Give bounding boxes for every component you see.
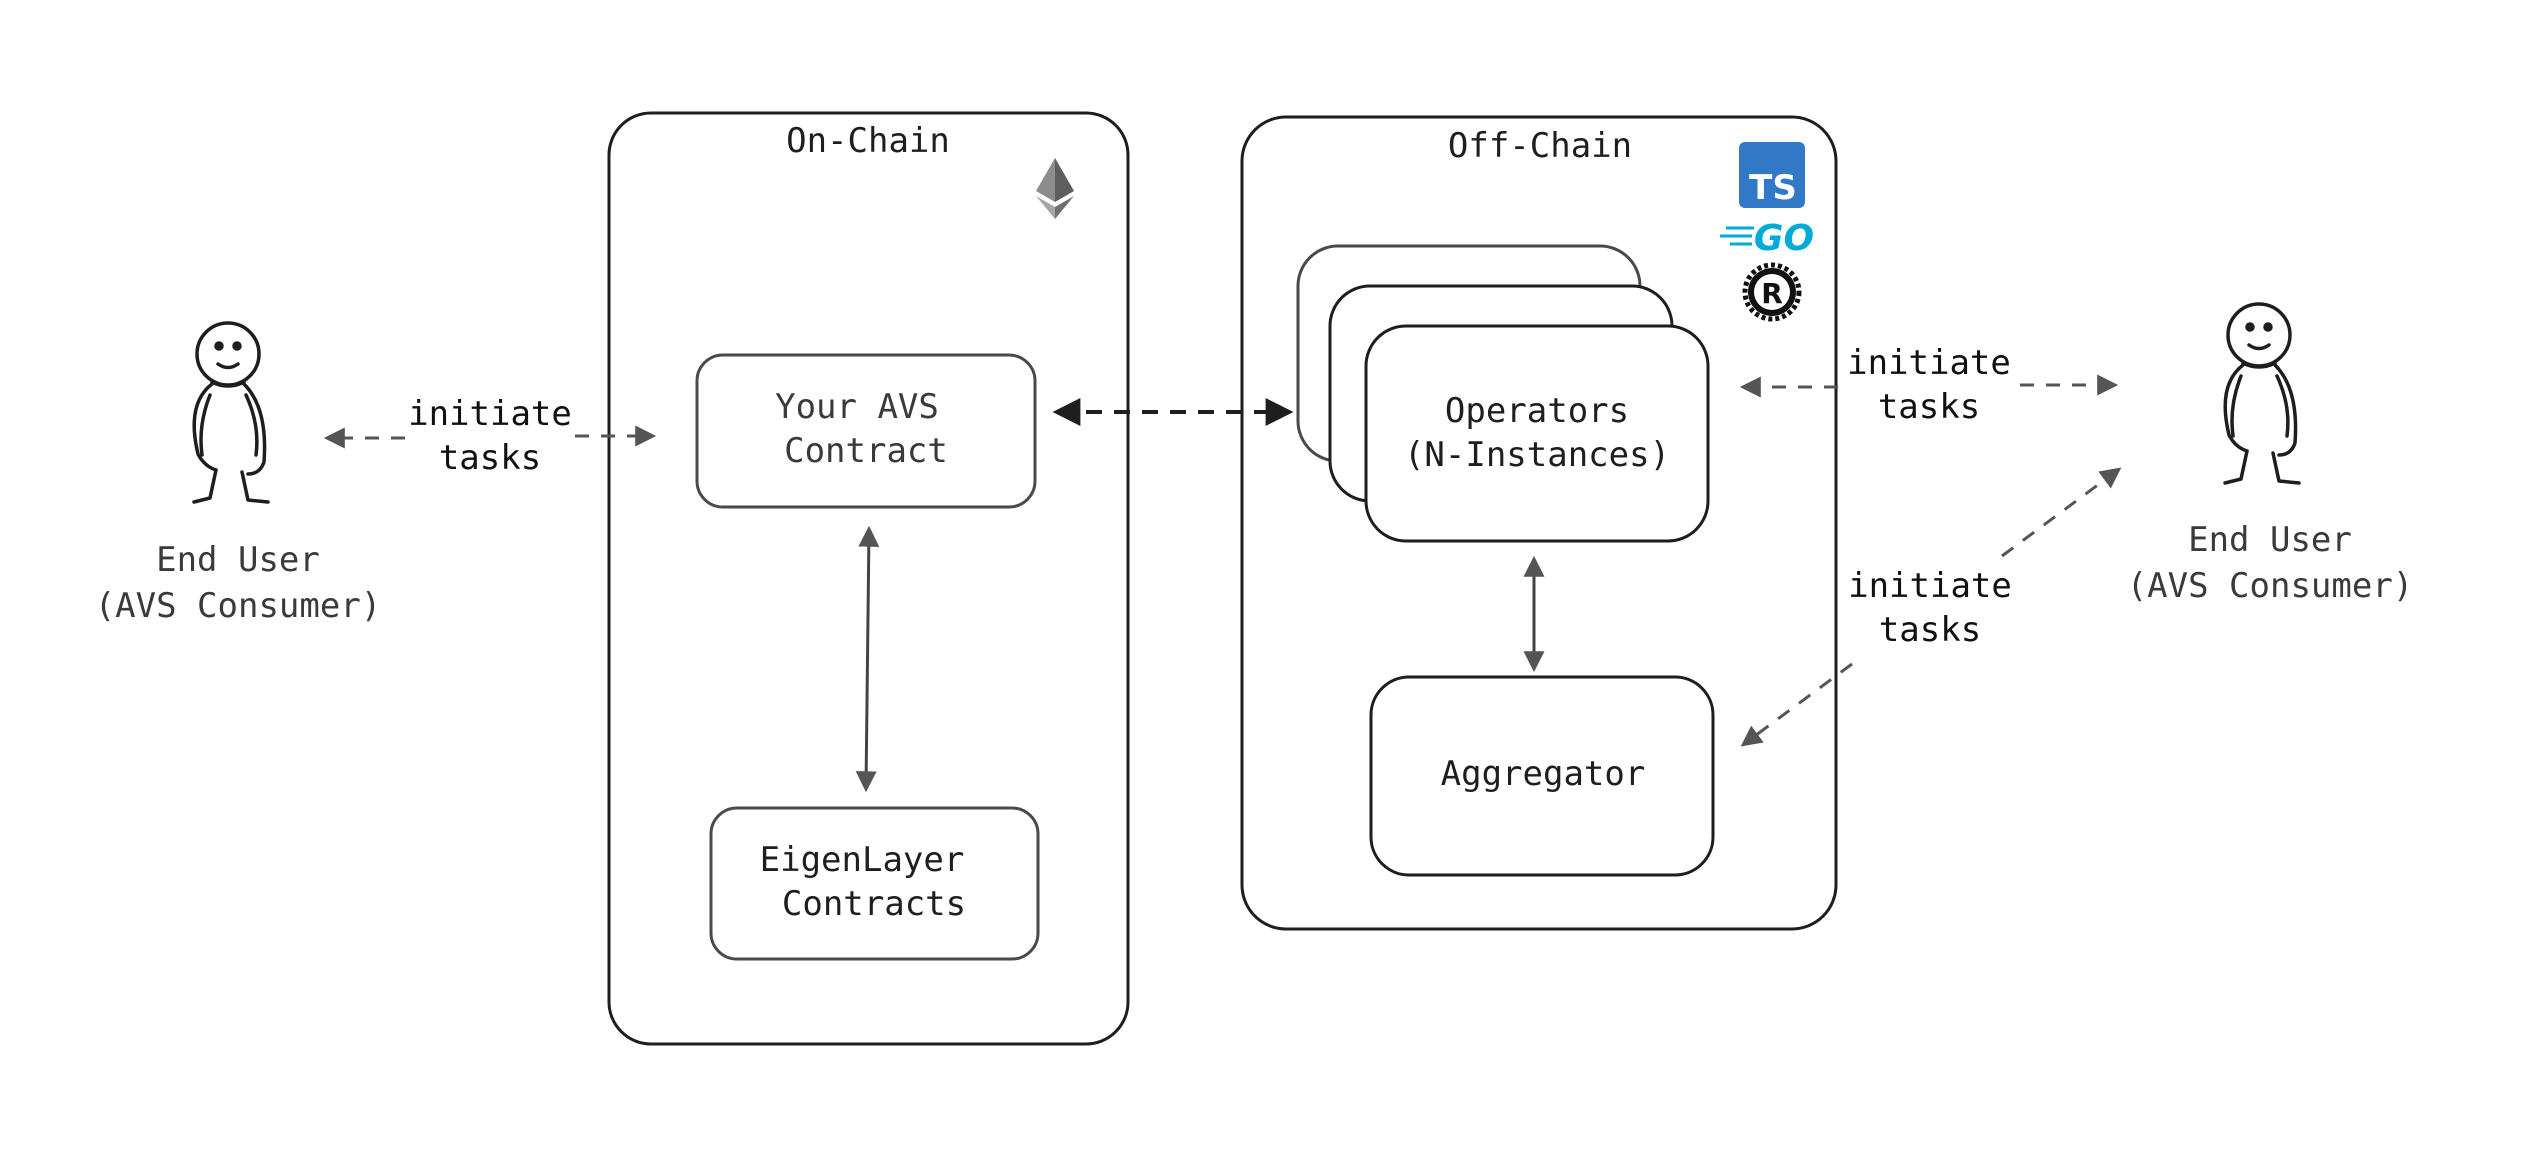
right-user-figure [2223,302,2301,485]
right-bottom-initiate-arrow-down [1740,662,1853,747]
onchain-title: On-Chain [786,121,950,161]
avs-contract-label-line1: Your AVS [775,387,939,427]
go-icon: GO [1720,218,1814,259]
right-bottom-initiate-label-line2: tasks [1879,610,1981,650]
right-bottom-initiate-arrow-up [2001,467,2122,558]
aggregator-box [1369,675,1715,877]
typescript-icon: TS [1739,142,1805,208]
avs-eigenlayer-arrow [855,525,880,793]
operators-label-line1: Operators [1445,391,1629,431]
offchain-container [1240,115,1838,931]
operators-label-line2: (N-Instances) [1404,435,1670,475]
right-top-initiate-label-line2: tasks [1878,387,1980,427]
go-icon-label: GO [1754,218,1814,259]
right-bottom-initiate-label-line1: initiate [1848,566,2012,606]
rust-icon-label: R [1761,277,1783,310]
right-user-label-line2: (AVS Consumer) [2127,566,2414,606]
aggregator-label: Aggregator [1441,754,1646,794]
offchain-title: Off-Chain [1448,126,1632,166]
eigenlayer-label-line2: Contracts [782,884,966,924]
eigenlayer-label-line1: EigenLayer [760,840,965,880]
onchain-container [607,111,1130,1046]
left-user-label-line2: (AVS Consumer) [95,586,382,626]
avs-contract-box [695,353,1037,509]
avs-contract-label-line2: Contract [784,431,948,471]
rust-icon: R [1742,262,1802,322]
left-initiate-label-line1: initiate [408,394,572,434]
ethereum-icon [1036,158,1074,219]
left-user-label-line1: End User [156,540,320,580]
left-user-figure [192,321,270,504]
eigenlayer-contracts-box [709,806,1040,961]
right-top-initiate-label-line1: initiate [1847,343,2011,383]
left-initiate-label-line2: tasks [439,438,541,478]
operators-box [1364,324,1710,543]
right-user-label-line1: End User [2188,520,2352,560]
typescript-icon-label: TS [1749,168,1797,208]
